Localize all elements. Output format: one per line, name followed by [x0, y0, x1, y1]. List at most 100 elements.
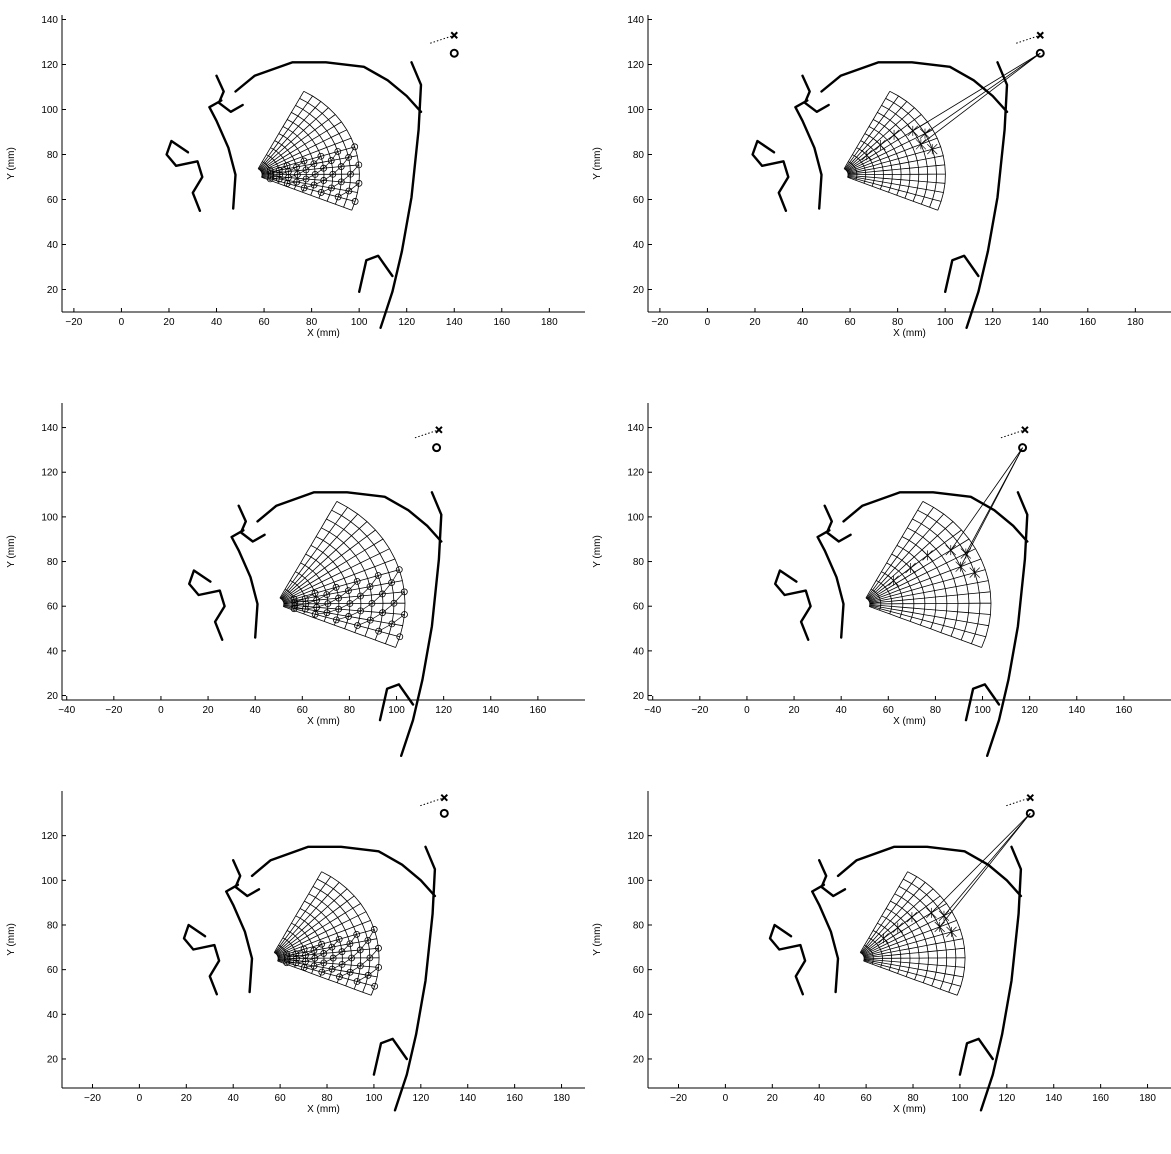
upper-lip-outline	[825, 506, 851, 542]
mesh-radial-line	[848, 177, 938, 210]
x-axis-label: X (mm)	[893, 328, 926, 339]
x-tick-label: 100	[388, 705, 405, 716]
mesh-radial-line	[280, 501, 337, 598]
epiglottis-outline	[359, 256, 392, 292]
upper-lip-outline	[239, 506, 265, 542]
cross-marker-tail	[420, 798, 444, 806]
mesh-radial-line	[259, 102, 321, 170]
x-tick-label: 0	[119, 317, 125, 328]
y-tick-label: 140	[627, 423, 644, 434]
x-axis-label: X (mm)	[307, 328, 340, 339]
lower-lip-outline	[189, 571, 224, 640]
x-tick-label: 60	[275, 1093, 287, 1104]
x-tick-label: 20	[203, 705, 215, 716]
lower-lip-outline	[184, 925, 219, 994]
force-line	[921, 53, 1040, 144]
mesh-radial-line	[870, 605, 989, 626]
y-tick-label: 80	[633, 557, 645, 568]
muscle-star	[946, 545, 956, 555]
y-tick-label: 80	[47, 150, 59, 161]
mesh-brace-line	[383, 603, 394, 612]
mesh-brace-line	[333, 167, 341, 175]
x-tick-label: 120	[398, 317, 415, 328]
mesh-radial-line	[866, 501, 923, 598]
x-tick-label: 160	[530, 705, 547, 716]
tongue-mesh	[258, 91, 362, 210]
cross-marker	[1027, 795, 1033, 801]
mesh-arc-line	[873, 120, 910, 199]
muscle-star	[862, 150, 872, 160]
x-tick-label: 60	[861, 1093, 873, 1104]
upper-lip-outline	[819, 860, 845, 896]
x-tick-label: 80	[907, 1093, 919, 1104]
force-line	[931, 813, 1030, 913]
mesh-brace-line	[351, 165, 359, 174]
mesh-brace-line	[392, 615, 405, 624]
muscle-star	[923, 550, 933, 560]
force-line	[951, 448, 1023, 551]
mesh-radial-line	[864, 960, 963, 977]
mesh-radial-line	[848, 174, 945, 175]
lower-lip-outline	[753, 141, 789, 211]
mesh-radial-line	[258, 91, 304, 169]
mesh-brace-line	[305, 607, 316, 609]
x-tick-label: −40	[644, 705, 661, 716]
x-tick-label: −40	[58, 705, 75, 716]
x-tick-label: 100	[366, 1093, 383, 1104]
x-tick-label: 120	[998, 1093, 1015, 1104]
y-axis-label: Y (mm)	[592, 535, 603, 568]
y-tick-label: 100	[627, 512, 644, 523]
x-tick-label: 40	[211, 317, 223, 328]
y-tick-label: 20	[47, 691, 59, 702]
muscle-star	[927, 144, 937, 154]
y-tick-label: 80	[633, 920, 645, 931]
y-axis-label: Y (mm)	[6, 535, 17, 568]
muscle-star	[970, 568, 980, 578]
y-axis-label: Y (mm)	[6, 923, 17, 956]
x-tick-label: 120	[435, 705, 452, 716]
x-tick-label: 40	[836, 705, 848, 716]
x-tick-label: 80	[321, 1093, 333, 1104]
mesh-radial-line	[274, 872, 321, 953]
x-tick-label: 0	[744, 705, 750, 716]
x-axis-label: X (mm)	[893, 1104, 926, 1115]
incisor-outline	[812, 885, 838, 992]
upper-lip-outline	[233, 860, 259, 896]
mesh-arc-line	[890, 901, 928, 983]
y-tick-label: 80	[633, 150, 645, 161]
pharynx-wall-outline	[981, 847, 1021, 1111]
circle-marker	[451, 50, 458, 57]
mesh-radial-line	[870, 603, 991, 604]
y-tick-label: 20	[47, 285, 59, 296]
incisor-outline	[209, 101, 235, 209]
palate-outline	[236, 62, 422, 112]
muscle-star	[907, 912, 917, 922]
mesh-arc-line	[899, 886, 947, 989]
mesh-radial-line	[861, 882, 925, 953]
lower-lip-outline	[775, 571, 810, 640]
x-tick-label: −20	[651, 317, 668, 328]
y-tick-label: 20	[633, 285, 645, 296]
mesh-radial-line	[275, 882, 339, 953]
muscle-star	[889, 576, 899, 586]
x-tick-label: 140	[446, 317, 463, 328]
cross-marker-tail	[1006, 798, 1030, 806]
y-tick-label: 100	[41, 105, 58, 116]
muscle-star	[956, 562, 966, 572]
mesh-radial-line	[284, 605, 403, 626]
x-tick-label: 160	[1092, 1093, 1109, 1104]
mesh-brace-line	[360, 958, 370, 966]
y-tick-label: 20	[633, 691, 645, 702]
x-tick-label: 60	[297, 705, 309, 716]
x-tick-label: 80	[892, 317, 904, 328]
muscle-star	[879, 933, 889, 943]
tongue-mesh	[860, 872, 965, 996]
x-tick-label: 0	[723, 1093, 729, 1104]
cross-marker	[441, 795, 447, 801]
y-tick-label: 60	[633, 602, 645, 613]
